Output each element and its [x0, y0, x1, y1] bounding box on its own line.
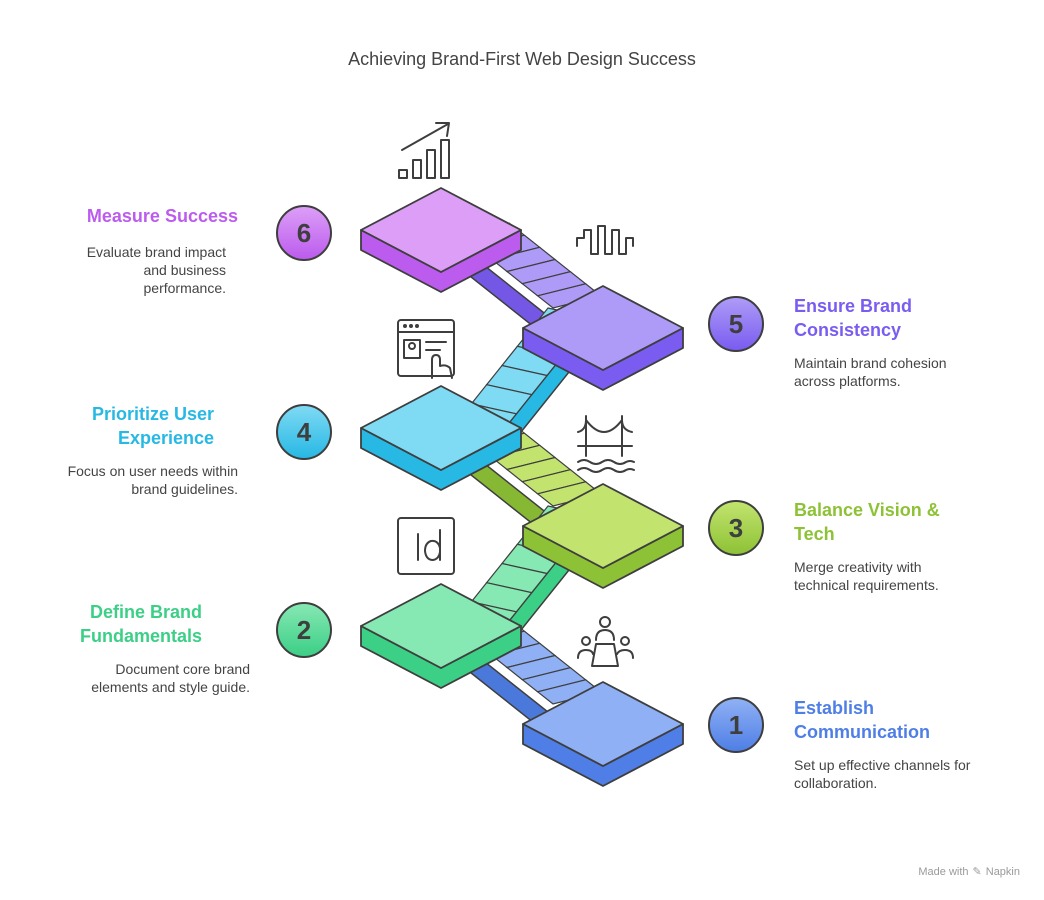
indesign-document-icon	[397, 517, 455, 575]
platform-step-6-top	[360, 187, 522, 273]
step-5-title: Ensure Brand Consistency	[794, 296, 913, 340]
footer-attribution: Made with ✎ Napkin	[918, 865, 1020, 879]
platform-step-3-top	[522, 483, 684, 569]
platform-step-5-top	[522, 285, 684, 371]
step-6-description: Evaluate brand impact and business perfo…	[86, 244, 226, 296]
step-5-number-badge: 5	[708, 296, 764, 352]
footer-prefix: Made with	[918, 865, 969, 878]
step-2-description: Document core brand elements and style g…	[91, 661, 250, 695]
platform-step-4-top	[360, 385, 522, 471]
step-2-number-badge: 2	[276, 602, 332, 658]
footer-brand: Napkin	[985, 865, 1020, 878]
step-1-description: Set up effective channels for collaborat…	[794, 757, 971, 791]
growth-chart-icon	[398, 122, 450, 179]
step-6-number-badge: 6	[276, 205, 332, 261]
page-title: Achieving Brand-First Web Design Success	[348, 49, 696, 69]
step-1-number-badge: 1	[708, 697, 764, 753]
step-4-description: Focus on user needs within brand guideli…	[67, 463, 238, 497]
step-1-title: Establish Communication	[794, 698, 931, 742]
step-5-description: Maintain brand cohesion across platforms…	[794, 355, 947, 389]
step-3-description: Merge creativity with technical requirem…	[794, 559, 939, 593]
step-3-title: Balance Vision & Tech	[794, 500, 940, 544]
meeting-table-icon	[577, 616, 634, 667]
step-2-title: Define Brand Fundamentals	[79, 602, 202, 646]
bridge-icon	[577, 415, 635, 473]
platform-step-2-top	[360, 583, 522, 669]
platform-step-1-top	[522, 681, 684, 767]
step-4-number-badge: 4	[276, 404, 332, 460]
step-6-title: Measure Success	[86, 206, 238, 226]
browser-touch-icon	[397, 319, 455, 379]
step-4-title: Prioritize User Experience	[91, 404, 214, 448]
step-3-number-badge: 3	[708, 500, 764, 556]
waveform-icon	[576, 225, 634, 255]
napkin-logo-icon: ✎	[972, 866, 982, 878]
